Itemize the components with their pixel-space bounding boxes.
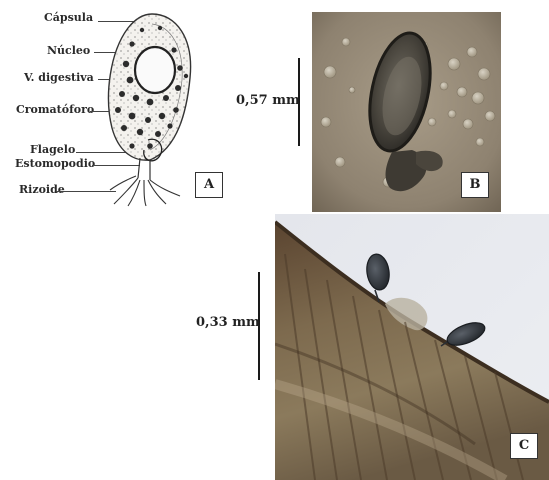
label-flagelo: Flagelo [30, 144, 75, 156]
leader-rizoide [56, 191, 116, 192]
leader-nucleo [94, 52, 142, 53]
flagellum [144, 139, 162, 161]
leader-v-digestiva [98, 79, 134, 80]
leader-cromatoforo [90, 111, 122, 112]
micrograph-c [275, 214, 549, 480]
label-cromatoforo: Cromatóforo [16, 104, 94, 116]
label-nucleo: Núcleo [47, 45, 90, 57]
leader-estomopodio [92, 165, 140, 166]
panel-b-letter: B [461, 172, 489, 198]
capsule-body [109, 14, 191, 160]
scale-label-b: 0,57 mm [236, 93, 300, 108]
label-rizoide: Rizoide [19, 184, 65, 196]
label-capsula: Cápsula [44, 12, 93, 24]
panel-a-letter: A [195, 172, 223, 198]
leader-capsula [98, 21, 150, 22]
panel-c-letter: C [510, 433, 538, 459]
scale-label-c: 0,33 mm [196, 315, 260, 330]
label-v-digestiva: V. digestiva [24, 72, 94, 84]
leader-flagelo [76, 152, 138, 153]
label-estomopodio: Estomopodio [15, 158, 95, 170]
nucleus [135, 47, 175, 93]
